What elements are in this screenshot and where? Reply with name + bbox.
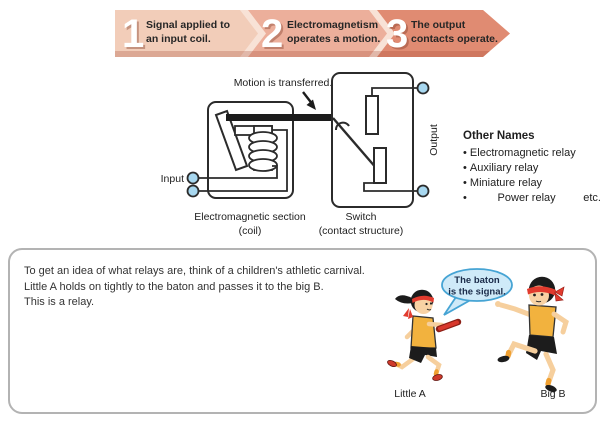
step3-arrow: [377, 10, 510, 57]
step2-text: Electromagnetism operates a motion.: [287, 19, 380, 46]
etc-label: etc.: [583, 192, 601, 204]
relay-diagram: Motion is transferred.: [140, 62, 460, 240]
step2-line2: operates a motion.: [287, 32, 381, 45]
left-box-caption: Electromagnetic section: [194, 211, 306, 223]
step1-line1: Signal applied to: [146, 19, 231, 31]
motion-bar: [226, 114, 333, 121]
step3-text: The output contacts operate.: [411, 19, 498, 46]
shoe-icon: [432, 374, 443, 381]
step3-number: 3: [386, 12, 409, 56]
list-item: Power relay etc.: [463, 191, 601, 206]
steps-banner: 1 Signal applied to an input coil. 2 Ele…: [115, 10, 510, 57]
little-a-label: Little A: [394, 388, 426, 400]
switch-box: [331, 72, 414, 208]
step3-line2: contacts operate.: [411, 32, 498, 45]
contact-hinge: [335, 121, 350, 131]
story-line: This is a relay.: [24, 296, 95, 308]
steps-banner-shape: [115, 10, 510, 57]
motion-arrow-icon: [302, 91, 316, 110]
list-item: Miniature relay: [463, 176, 603, 191]
story-text: To get an idea of what relays are, think…: [24, 264, 365, 311]
other-names-title: Other Names: [463, 130, 535, 142]
relay-race-cartoon: The baton is the signal. Little A Big B: [380, 258, 595, 406]
speech-bubble: The baton is the signal.: [441, 268, 513, 316]
big-b-label: Big B: [540, 388, 565, 400]
story-line: To get an idea of what relays are, think…: [24, 265, 365, 277]
input-terminals: [186, 171, 200, 198]
motion-transferred-label: Motion is transferred.: [234, 77, 333, 89]
step3-line1: The output: [411, 19, 466, 31]
left-box-caption2: (coil): [239, 225, 262, 237]
story-panel: To get an idea of what relays are, think…: [8, 248, 597, 414]
shoe-icon: [497, 355, 510, 363]
right-box-caption2: (contact structure): [319, 225, 404, 237]
other-names-block: Other Names Electromagnetic relay Auxili…: [463, 130, 603, 206]
list-item: Auxiliary relay: [463, 161, 603, 176]
fixed-contact-bottom: [373, 147, 387, 184]
output-terminals: [416, 81, 430, 198]
bubble-text-line2: is the signal.: [448, 287, 506, 298]
list-item: Electromagnetic relay: [463, 146, 603, 161]
bubble-text-line1: The baton: [454, 275, 500, 286]
right-box-caption: Switch: [346, 211, 377, 223]
story-line: Little A holds on tightly to the baton a…: [24, 280, 324, 293]
shoe-icon: [387, 359, 397, 368]
step2-line1: Electromagnetism: [287, 19, 379, 31]
input-wires: [193, 129, 288, 192]
step2-number: 2: [261, 12, 284, 56]
moving-contact: [332, 117, 378, 170]
banner-bottom-shade: [115, 51, 510, 57]
input-label: Input: [161, 173, 184, 185]
step2-arrow: [248, 10, 387, 57]
fixed-contact-top: [365, 95, 379, 135]
list-item-text: Power relay: [497, 192, 556, 204]
runner-big-b: [495, 276, 569, 392]
step1-arrow: [115, 10, 258, 57]
runner-little-a: [387, 289, 462, 381]
shoe-icon: [545, 385, 557, 392]
coil-windings: [248, 131, 278, 172]
step1-number: 1: [122, 12, 145, 56]
output-wires: [363, 87, 419, 192]
armature: [214, 109, 249, 172]
output-label: Output: [428, 124, 440, 156]
step1-text: Signal applied to an input coil.: [146, 19, 230, 46]
other-names-list: Electromagnetic relay Auxiliary relay Mi…: [463, 146, 603, 206]
baton-icon: [435, 318, 462, 333]
step1-line2: an input coil.: [146, 32, 211, 45]
